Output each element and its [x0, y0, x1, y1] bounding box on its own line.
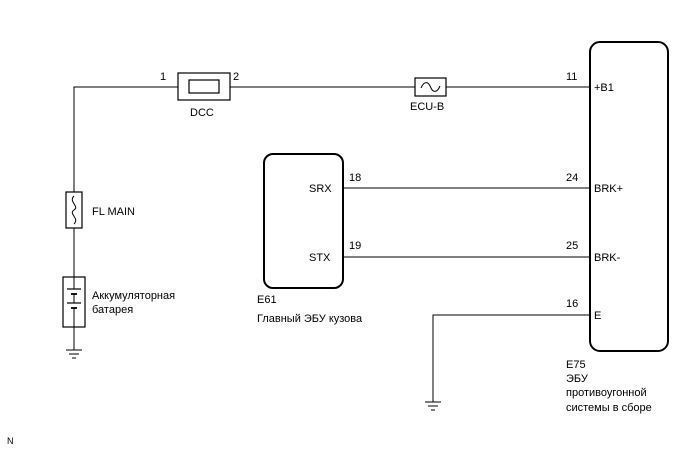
- immobilizer-ecu-code: E75: [566, 359, 586, 371]
- immobilizer-ecu-box: [589, 41, 669, 352]
- terminal-b1: +B1: [594, 82, 614, 94]
- terminal-brk-minus: BRK-: [594, 252, 621, 264]
- pin-brk-plus-24: 24: [566, 172, 578, 184]
- terminal-e: E: [594, 310, 601, 322]
- battery: [62, 276, 86, 328]
- body-ecu-code: E61: [257, 294, 277, 306]
- body-ecu-box: [263, 153, 344, 289]
- ecu-ground-icon: [425, 401, 441, 411]
- dcc-label: DCC: [190, 107, 214, 119]
- ecu-b-fuse: [414, 77, 447, 97]
- wires: [73, 86, 590, 402]
- pin-srx-18: 18: [349, 172, 361, 184]
- immobilizer-ecu-name-line3: системы в сборе: [566, 402, 652, 414]
- pin-b1-11: 11: [566, 71, 577, 83]
- pin-e-16: 16: [566, 298, 578, 310]
- battery-label-line2: батарея: [92, 304, 133, 316]
- terminal-brk-plus: BRK+: [594, 183, 623, 195]
- pin-brk-minus-25: 25: [566, 240, 578, 252]
- body-ecu-name: Главный ЭБУ кузова: [257, 313, 363, 325]
- battery-ground-icon: [66, 349, 82, 359]
- fl-main-label: FL MAIN: [92, 206, 135, 218]
- immobilizer-ecu-name-line2: противоугонной: [566, 387, 647, 399]
- pin-stx-19: 19: [349, 240, 361, 252]
- terminal-stx: STX: [309, 252, 331, 264]
- pin-dcc-2: 2: [233, 71, 239, 83]
- immobilizer-ecu-name-line1: ЭБУ: [566, 373, 589, 385]
- corner-mark: N: [7, 436, 14, 446]
- battery-label-line1: Аккумуляторная: [92, 290, 175, 302]
- fl-main-fuse: [65, 191, 83, 229]
- wire-battery-to-dcc: [73, 86, 178, 350]
- terminal-srx: SRX: [309, 183, 332, 195]
- dcc-fuse: [177, 72, 231, 101]
- ecu-b-label: ECU-B: [410, 101, 444, 113]
- pin-dcc-1: 1: [160, 71, 166, 83]
- wire-e-to-ground: [432, 314, 590, 402]
